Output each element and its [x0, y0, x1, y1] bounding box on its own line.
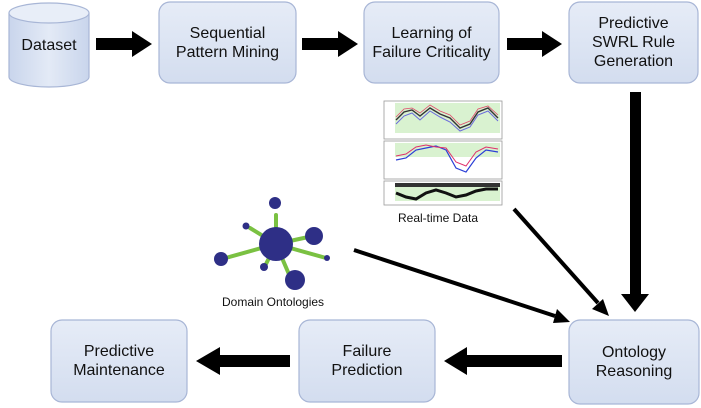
realtime-data-caption: Real-time Data [398, 211, 479, 225]
domain-ontologies-graph [214, 197, 330, 290]
input-arrows [353, 207, 609, 323]
dataset-cylinder [8, 2, 90, 88]
arrow-realtime-to-reasoning [512, 207, 600, 305]
realtime-chart-1 [383, 100, 503, 140]
realtime-chart-2 [383, 140, 503, 180]
arrow-rules-to-reasoning [621, 92, 649, 312]
realtime-data-charts [383, 100, 503, 206]
learning-failure-criticality-box [363, 1, 500, 84]
sequential-pattern-mining-box [158, 1, 297, 84]
predictive-swrl-rule-generation-box [568, 1, 699, 84]
failure-prediction-box [298, 319, 436, 403]
predictive-maintenance-box [50, 319, 188, 403]
domain-ontologies-caption: Domain Ontologies [222, 295, 325, 309]
ontology-center-node [259, 227, 293, 261]
ontology-reasoning-box [568, 319, 700, 405]
arrow-dataset-to-mining [96, 31, 152, 57]
arrow-mining-to-learning [302, 31, 358, 57]
flow-arrows [96, 31, 649, 375]
arrow-ontologies-to-reasoning [353, 248, 556, 318]
arrow-prediction-to-maintenance [196, 347, 290, 375]
arrow-learning-to-rules [507, 31, 562, 57]
arrow-reasoning-to-prediction [444, 347, 562, 375]
realtime-chart-3 [383, 180, 503, 206]
